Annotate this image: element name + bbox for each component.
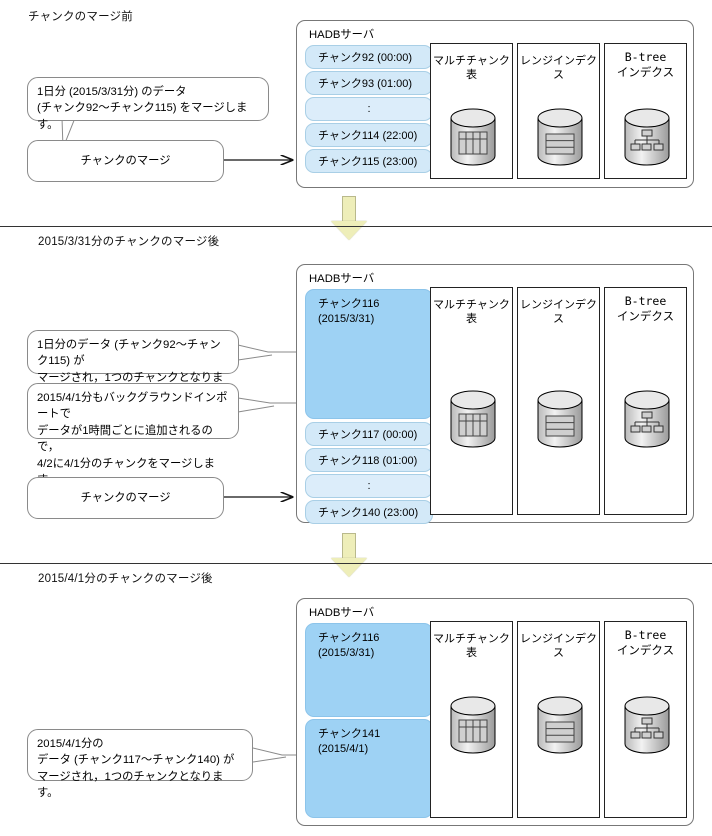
btree-index-label: B-tree インデクス (616, 628, 675, 657)
chunk-item-ellipsis: : (305, 97, 433, 121)
merge-description-callout: 1日分 (2015/3/31分) のデータ (チャンク92〜チャンク115) を… (27, 77, 269, 131)
step-down-arrow (331, 196, 367, 240)
multi-chunk-table-box: マルチチャンク表 (430, 43, 513, 179)
chunk-item-merged: チャンク116 (2015/3/31) (305, 289, 433, 419)
multi-chunk-table-box: マルチチャンク表 (430, 621, 513, 818)
hadb-server-after-0401: HADBサーバ チャンク116 (2015/3/31) チャンク141 (201… (296, 598, 694, 826)
range-index-box: レンジインデクス (517, 287, 600, 515)
section-title-after-0331: 2015/3/31分のチャンクのマージ後 (38, 236, 220, 248)
hadb-server-label: HADBサーバ (309, 607, 375, 619)
cylinder-table-icon (450, 696, 496, 754)
chunk-item: チャンク92 (00:00) (305, 45, 433, 69)
chunk-item: チャンク117 (00:00) (305, 422, 433, 446)
section-divider (0, 563, 712, 564)
range-index-label: レンジインデクス (520, 633, 597, 660)
range-index-label: レンジインデクス (520, 299, 597, 326)
cylinder-rows-icon (537, 696, 583, 754)
chunk-item: チャンク115 (23:00) (305, 149, 433, 173)
arrow-shaft (342, 196, 356, 222)
multi-chunk-table-label: マルチチャンク表 (433, 299, 510, 326)
arrow-head (331, 221, 367, 240)
btree-index-box: B-tree インデクス (604, 287, 687, 515)
section-title-before: チャンクのマージ前 (28, 11, 133, 23)
merge-action-callout-before: チャンクのマージ (27, 140, 224, 182)
multi-chunk-table-box: マルチチャンク表 (430, 287, 513, 515)
chunk-item-merged: チャンク141 (2015/4/1) (305, 719, 433, 818)
cylinder-table-icon (450, 390, 496, 448)
hadb-server-label: HADBサーバ (309, 29, 375, 41)
btree-index-label: B-tree インデクス (616, 294, 675, 323)
chunk-item-ellipsis: : (305, 474, 433, 498)
arrow-head (331, 558, 367, 577)
hadb-server-after-0331: HADBサーバ チャンク116 (2015/3/31) チャンク117 (00:… (296, 264, 694, 524)
merge-action-callout-after-0331: チャンクのマージ (27, 477, 224, 519)
hadb-server-label: HADBサーバ (309, 273, 375, 285)
cylinder-table-icon (450, 108, 496, 166)
range-index-label: レンジインデクス (520, 55, 597, 82)
multi-chunk-table-label: マルチチャンク表 (433, 55, 510, 82)
cylinder-rows-icon (537, 108, 583, 166)
multi-chunk-table-label: マルチチャンク表 (433, 633, 510, 660)
chunk-item: チャンク114 (22:00) (305, 123, 433, 147)
step-down-arrow (331, 533, 367, 577)
merged-chunk-callout: 1日分のデータ (チャンク92〜チャンク115) が マージされ，1つのチャンク… (27, 330, 239, 400)
cylinder-rows-icon (537, 390, 583, 448)
chunk-item: チャンク118 (01:00) (305, 448, 433, 472)
background-import-callout: 2015/4/1分もバックグラウンドインポートで データが1時間ごとに追加される… (27, 383, 239, 486)
chunk-item: チャンク140 (23:00) (305, 500, 433, 524)
cylinder-tree-icon (624, 390, 670, 448)
hadb-server-before: HADBサーバ チャンク92 (00:00) チャンク93 (01:00) : … (296, 20, 694, 188)
section-title-after-0401: 2015/4/1分のチャンクのマージ後 (38, 573, 213, 585)
chunk-item: チャンク93 (01:00) (305, 71, 433, 95)
merged-chunk-callout-0401: 2015/4/1分の データ (チャンク117〜チャンク140) が マージされ… (27, 729, 253, 799)
arrow-shaft (342, 533, 356, 559)
cylinder-tree-icon (624, 108, 670, 166)
section-divider (0, 226, 712, 227)
btree-index-box: B-tree インデクス (604, 621, 687, 818)
range-index-box: レンジインデクス (517, 43, 600, 179)
cylinder-tree-icon (624, 696, 670, 754)
btree-index-box: B-tree インデクス (604, 43, 687, 179)
range-index-box: レンジインデクス (517, 621, 600, 818)
chunk-item-merged: チャンク116 (2015/3/31) (305, 623, 433, 717)
btree-index-label: B-tree インデクス (616, 50, 675, 79)
